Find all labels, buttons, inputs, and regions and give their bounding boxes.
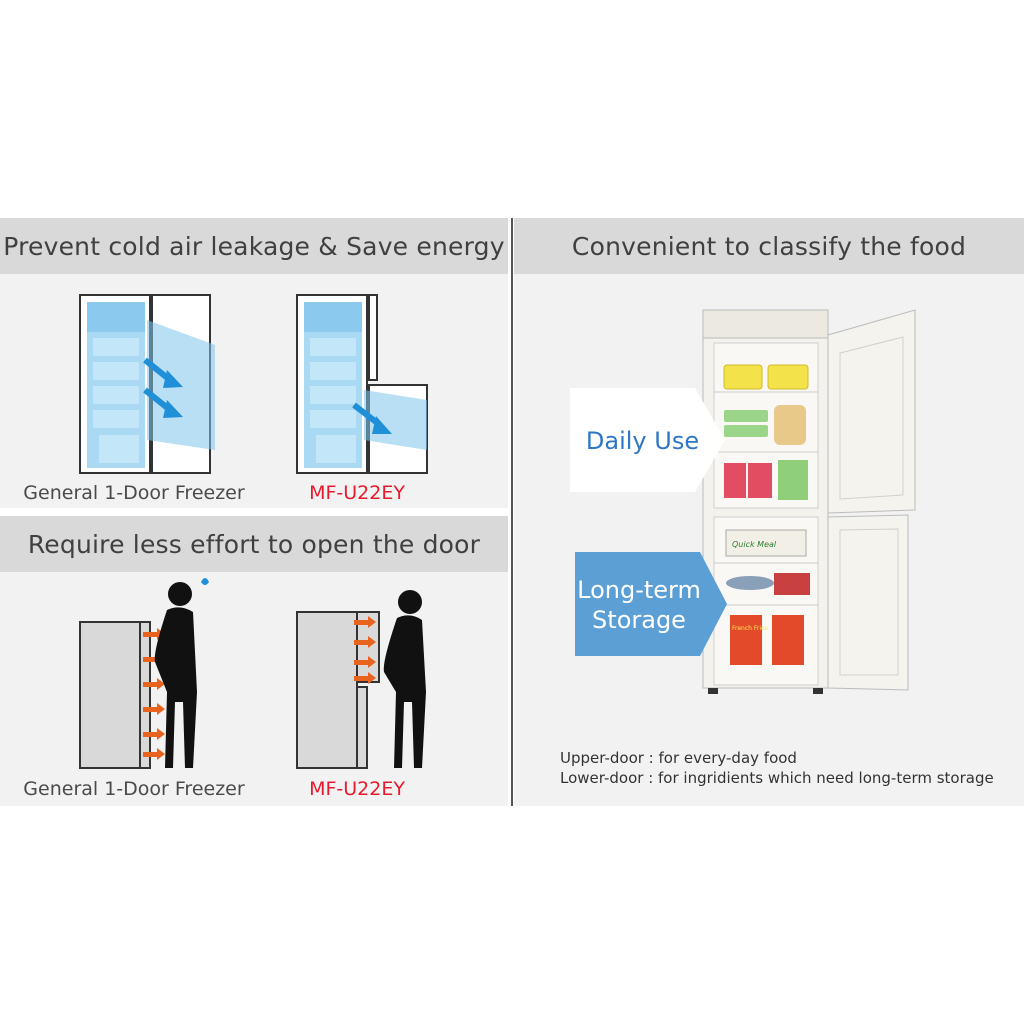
general-freezer-effort-illustration: [79, 578, 209, 769]
right-title: Convenient to classify the food: [514, 218, 1024, 274]
food-label-quick-meal: Quick Meal: [732, 540, 777, 549]
food-label-french-fries: French Fries: [732, 625, 768, 632]
center-divider: [511, 218, 513, 806]
long-term-storage-tag: Long-term Storage: [577, 575, 701, 634]
caption-model-bottom: MF-U22EY: [309, 778, 405, 800]
caption-model-top: MF-U22EY: [309, 482, 405, 504]
model-freezer-open-illustration: [296, 294, 428, 474]
long-term-tag-shape: [575, 552, 727, 656]
model-freezer-effort-illustration: [296, 590, 426, 769]
note-upper-door: Upper-door : for every-day food: [560, 749, 797, 767]
daily-use-tag: Daily Use: [585, 426, 700, 455]
fridge-open-illustration: Quick Meal French Fries: [702, 309, 916, 694]
daily-use-tag-shape: [570, 388, 725, 492]
caption-general-freezer-top: General 1-Door Freezer: [23, 482, 245, 504]
left-top-title: Prevent cold air leakage & Save energy: [0, 218, 508, 274]
general-freezer-open-illustration: [79, 294, 215, 474]
note-lower-door: Lower-door : for ingridients which need …: [560, 769, 994, 787]
left-bottom-title: Require less effort to open the door: [0, 516, 508, 572]
caption-general-freezer-bottom: General 1-Door Freezer: [23, 778, 245, 800]
